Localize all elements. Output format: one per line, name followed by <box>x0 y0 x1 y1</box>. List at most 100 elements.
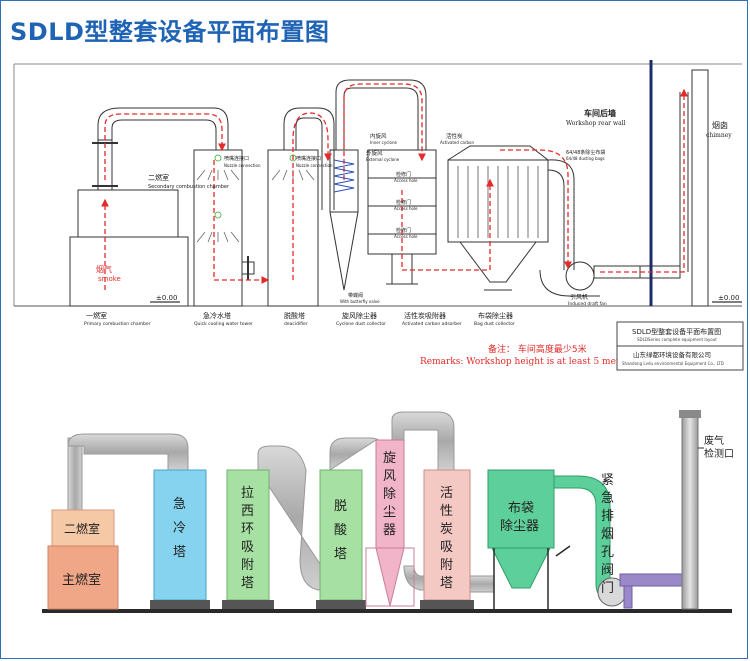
bag-label-line-1: 布袋 <box>508 501 534 516</box>
label-cyclone-en: Cyclone dust collector <box>336 321 386 327</box>
secondary-chamber <box>77 189 179 238</box>
duct-1 <box>97 107 229 150</box>
drawing-labels: 二燃室 Secondary combustion chamber 烟气 smok… <box>84 108 739 327</box>
emergency-char-7: 门 <box>601 581 614 596</box>
emergency-char-6: 阀 <box>601 563 614 578</box>
carbon-char-1: 活 <box>440 486 453 501</box>
port-label-line-1: 废气 <box>704 434 724 447</box>
cyclone-char-3: 除 <box>383 487 396 502</box>
label-primary-chamber-en: Primary combustion chamber <box>84 321 151 327</box>
tower-labels: 急 冷 塔 拉 西 环 吸 附 塔 脱 酸 塔 旋 风 除 尘 器 活 性 炭 … <box>173 434 734 596</box>
label-access-3: 检修门 <box>396 227 411 234</box>
label-access-2-en: Access hole <box>394 206 418 211</box>
label-chimney: 烟囱 <box>712 120 728 130</box>
label-deacid: 脱酸塔 <box>284 311 305 320</box>
deacid-char-1: 脱 <box>334 499 347 514</box>
carbon-char-2: 性 <box>440 504 453 519</box>
title-block: SDLD型整套设备平面布置图 SDLDSeries complete equip… <box>616 321 744 371</box>
cyclone-spiral <box>333 159 355 193</box>
cyclone-char-5: 器 <box>383 523 396 538</box>
label-deacid-en: deacidifier <box>284 321 308 327</box>
label-bags-en: 64/48 dusting bags <box>566 156 605 161</box>
raschig-char-6: 塔 <box>241 576 254 591</box>
raschig-char-1: 拉 <box>241 486 254 501</box>
carbon-char-6: 塔 <box>440 576 453 591</box>
primary-chamber-block <box>47 545 119 610</box>
bag-filter <box>447 159 549 243</box>
cyclone-block <box>375 439 405 549</box>
label-access-2: 检修门 <box>396 199 411 206</box>
label-level-1: ±0.00 <box>156 294 177 302</box>
chimney <box>691 69 709 307</box>
title-block-subtitle: SDLDSeries complete equipment layout <box>637 337 717 342</box>
deacid-char-2: 酸 <box>334 523 347 538</box>
bag-filter-block <box>487 469 555 549</box>
deacid-tower-block <box>319 469 363 601</box>
title-block-title: SDLD型整套设备平面布置图 <box>632 327 721 336</box>
raschig-char-3: 环 <box>241 522 254 537</box>
label-fan: 引风机 <box>570 293 588 301</box>
chimney-block <box>681 415 699 610</box>
raschig-char-2: 西 <box>241 504 254 519</box>
ground-line <box>42 609 732 613</box>
cyclone-char-4: 尘 <box>383 505 396 520</box>
label-external-cyclone: 外旋风 <box>366 149 383 157</box>
title-block-company-en: Shandong Lvdu environmental Equipment Co… <box>622 361 724 366</box>
label-smoke-en: smoke <box>98 275 121 283</box>
quench-tower-block <box>153 469 207 601</box>
label-nozzle-2-en: Nozzle connection <box>296 163 333 168</box>
label-access-3-en: Access hole <box>394 234 418 239</box>
quench-char-1: 急 <box>173 497 186 512</box>
label-carbon: 活性炭 <box>446 132 463 140</box>
label-adsorber: 活性炭吸附器 <box>404 311 446 320</box>
label-bags: 64/48条除尘布袋 <box>566 149 605 156</box>
label-inner-cyclone: 内旋风 <box>370 132 387 140</box>
label-quench: 急冷水塔 <box>203 311 231 320</box>
label-inner-cyclone-en: Inner cyclone <box>370 140 397 145</box>
emergency-char-4: 烟 <box>601 527 614 542</box>
label-secondary-block: 二燃室 <box>64 521 100 536</box>
emergency-char-1: 紧 <box>601 473 614 488</box>
label-nozzle-1-en: Nozzle connection <box>224 163 261 168</box>
spray-nozzles <box>196 154 315 243</box>
quench-char-2: 冷 <box>173 521 186 536</box>
label-bag-filter-en: Bag dust collector <box>474 321 515 327</box>
raschig-char-4: 吸 <box>241 540 254 555</box>
deacid-char-3: 塔 <box>334 547 347 562</box>
label-access-1: 检修门 <box>396 171 411 178</box>
label-nozzle-1: 喷嘴连接口 <box>224 155 249 162</box>
quench-tower <box>193 149 243 307</box>
remark-cn: 备注： 车间高度最少5米 <box>488 343 587 355</box>
carbon-char-4: 吸 <box>440 540 453 555</box>
quench-char-3: 塔 <box>173 545 186 560</box>
label-secondary-chamber: 二燃室 <box>148 173 169 182</box>
label-chimney-en: chimney <box>706 132 732 139</box>
remarks: 备注： 车间高度最少5米 Remarks: Workshop height is… <box>420 343 634 367</box>
label-butterfly-en: With butterfly valve <box>340 299 380 304</box>
secondary-chamber-block <box>51 509 115 547</box>
cyclone-char-2: 风 <box>383 469 396 484</box>
label-carbon-en: Activated carbon <box>440 140 474 145</box>
label-adsorber-en: Activated carbon adsorber <box>402 321 462 327</box>
label-secondary-chamber-en: Secondary combustion chamber <box>148 184 230 190</box>
cyclone-char-1: 旋 <box>383 451 396 466</box>
label-cyclone: 旋风除尘器 <box>342 311 377 320</box>
label-rear-wall-en: Workshop rear wall <box>566 120 626 127</box>
label-butterfly: 带蝶阀 <box>348 292 363 299</box>
port-label-line-2: 检测口 <box>704 447 734 460</box>
carbon-char-5: 附 <box>440 558 453 573</box>
label-nozzle-2: 喷嘴连接口 <box>296 155 321 162</box>
bag-label-line-2: 除尘器 <box>500 519 539 534</box>
label-fan-en: Induced draft fan <box>568 301 607 307</box>
label-level-2: ±0.00 <box>718 294 739 302</box>
label-quench-en: Quick cooling water tower <box>194 321 253 327</box>
label-bag-filter: 布袋除尘器 <box>478 311 513 320</box>
raschig-char-5: 附 <box>241 558 254 573</box>
emergency-char-3: 排 <box>601 509 614 524</box>
emergency-char-2: 急 <box>601 491 614 506</box>
page-title: SDLD型整套设备平面布置图 <box>10 18 330 46</box>
induced-fan <box>565 261 595 291</box>
technical-drawing <box>13 60 742 307</box>
